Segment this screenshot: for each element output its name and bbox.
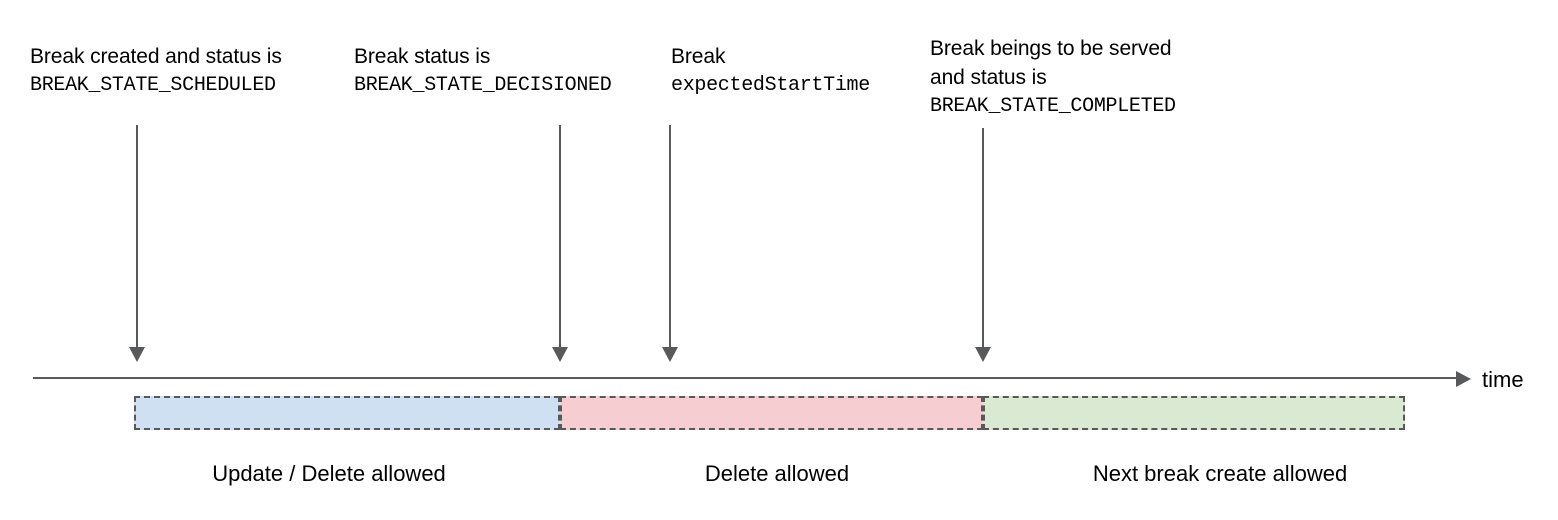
pointer-arrowhead-decisioned (552, 347, 568, 362)
annotation-decisioned-line-2: BREAK_STATE_DECISIONED (354, 74, 612, 97)
time-axis-line (33, 377, 1458, 379)
phase-bar-delete (560, 396, 983, 430)
annotation-expected-start-time: Break expectedStartTime (671, 42, 870, 100)
pointer-arrowhead-completed (975, 347, 991, 362)
pointer-arrowhead-expected-start-time (662, 347, 678, 362)
time-axis-arrowhead (1456, 371, 1471, 387)
annotation-scheduled-line-2: BREAK_STATE_SCHEDULED (30, 74, 276, 97)
pointer-line-scheduled (136, 125, 138, 347)
phase-bar-next-break-create (983, 396, 1405, 430)
annotation-expected-start-time-line-2: expectedStartTime (671, 74, 870, 97)
pointer-line-decisioned (559, 125, 561, 347)
pointer-line-completed (982, 128, 984, 347)
pointer-line-expected-start-time (669, 125, 671, 347)
phase-caption-delete: Delete allowed (704, 461, 850, 486)
annotation-completed-line-2: and status is (930, 66, 1047, 89)
pointer-arrowhead-scheduled (129, 347, 145, 362)
phase-bar-update-delete (134, 396, 560, 430)
annotation-completed: Break beings to be served and status is … (930, 34, 1176, 121)
phase-caption-update-delete: Update / Delete allowed (212, 461, 446, 486)
annotation-decisioned: Break status is BREAK_STATE_DECISIONED (354, 42, 612, 100)
annotation-decisioned-line-1: Break status is (354, 45, 491, 68)
phase-caption-next-break-create: Next break create allowed (1092, 461, 1348, 486)
annotation-scheduled: Break created and status is BREAK_STATE_… (30, 42, 282, 100)
annotation-scheduled-line-1: Break created and status is (30, 45, 282, 68)
annotation-expected-start-time-line-1: Break (671, 45, 726, 68)
annotation-completed-line-3: BREAK_STATE_COMPLETED (930, 95, 1176, 118)
time-axis-label: time (1482, 367, 1524, 392)
annotation-completed-line-1: Break beings to be served (930, 37, 1172, 60)
